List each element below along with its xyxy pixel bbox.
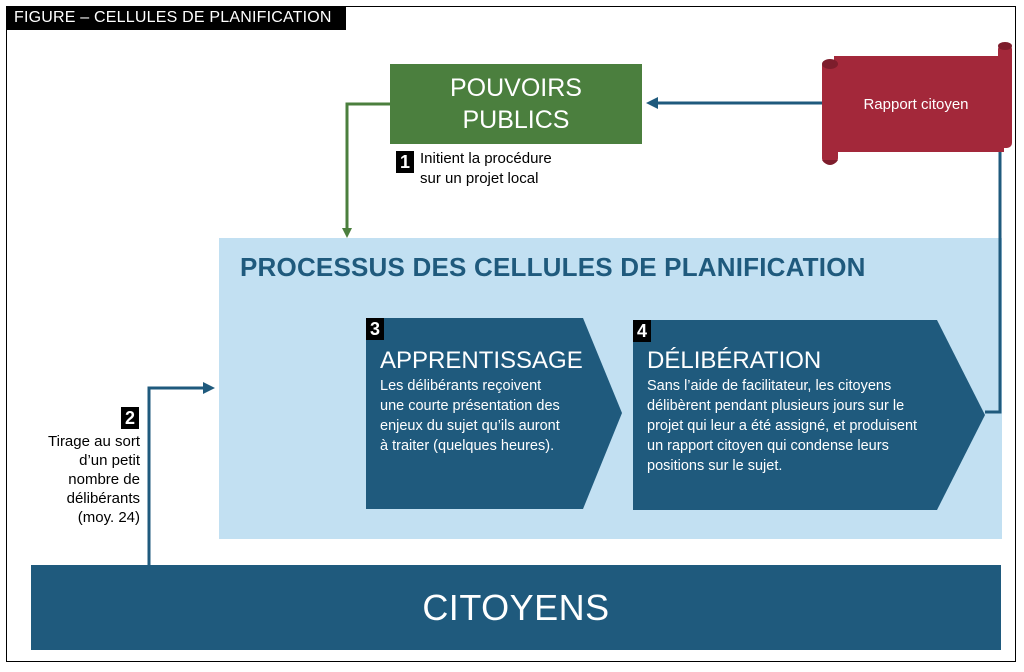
step4-line: positions sur le sujet.	[647, 458, 783, 474]
step3-line: Les délibérants reçoivent	[380, 378, 542, 394]
pouvoirs-line2: PUBLICS	[462, 106, 570, 134]
step2-line: nombre de	[68, 471, 140, 488]
step4-title: DÉLIBÉRATION	[647, 347, 822, 374]
process-title: PROCESSUS DES CELLULES DE PLANIFICATION	[240, 252, 866, 282]
arrow-initiate	[342, 102, 390, 238]
step4-line: Sans l’aide de facilitateur, les citoyen…	[647, 378, 892, 394]
scroll-rapport-icon	[822, 42, 1012, 165]
rapport-citoyen-label: Rapport citoyen	[863, 95, 969, 113]
figure-frame	[6, 6, 1016, 662]
step2-line: d’un petit	[79, 452, 140, 469]
step2-text: Tirage au sort d’un petit nombre de déli…	[20, 432, 140, 527]
step4-line: un rapport citoyen qui condense leurs	[647, 438, 889, 454]
step3-badge: 3	[366, 318, 384, 340]
chevron-apprentissage	[366, 318, 622, 509]
pouvoirs-line1: POUVOIRS	[450, 74, 582, 102]
step4-line: délibèrent pendant plusieurs jours sur l…	[647, 398, 905, 414]
pouvoirs-publics-box: POUVOIRS PUBLICS	[390, 64, 642, 144]
figure-title: FIGURE – CELLULES DE PLANIFICATION	[6, 6, 346, 30]
step1-text: Initient la procédure sur un projet loca…	[420, 149, 552, 189]
step4-badge: 4	[633, 320, 651, 342]
step2-line: (moy. 24)	[77, 509, 140, 526]
step3-line: une courte présentation des	[380, 398, 560, 414]
step3-title: APPRENTISSAGE	[380, 347, 583, 374]
citoyens-box: CITOYENS	[31, 565, 1001, 650]
step3-line: enjeux du sujet qu’ils auront	[380, 418, 560, 434]
step4-content: DÉLIBÉRATION Sans l’aide de facilitateur…	[647, 346, 917, 476]
step4-line: projet qui leur a été assigné, et produi…	[647, 418, 918, 434]
step2-line: délibérants	[66, 490, 140, 507]
step2-line: Tirage au sort	[48, 433, 140, 450]
step3-content: APPRENTISSAGE Les délibérants reçoivent …	[380, 346, 583, 456]
step1-line2: sur un projet local	[420, 170, 539, 187]
step1-line1: Initient la procédure	[420, 150, 552, 167]
step3-line: à traiter (quelques heures).	[380, 438, 555, 454]
step1-badge: 1	[396, 151, 414, 173]
chevron-deliberation	[633, 320, 985, 510]
step2-badge: 2	[121, 407, 139, 429]
arrow-draw-lots	[147, 382, 215, 565]
arrow-deliberation-to-report	[985, 150, 1002, 414]
